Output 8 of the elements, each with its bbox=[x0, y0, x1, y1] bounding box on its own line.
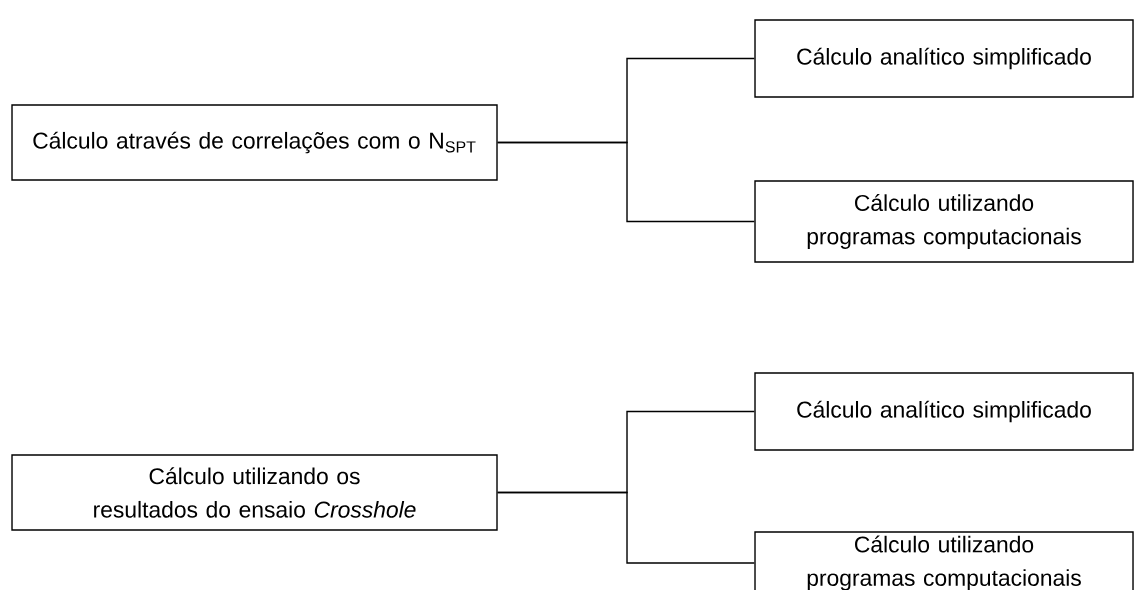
text-box: Cálculo analítico simplificado bbox=[754, 372, 1134, 451]
text-box: Cálculo utilizando programas computacionais bbox=[754, 531, 1134, 590]
connector-line bbox=[497, 491, 755, 564]
text-box: Cálculo através de correlações com o N$_{SPT}$ bbox=[11, 104, 498, 181]
connector-line bbox=[497, 141, 755, 223]
text-box: Cálculo analítico simplificado bbox=[754, 19, 1134, 98]
text-box: Cálculo utilizando os resultados do ensaio Crosshole bbox=[11, 454, 498, 531]
text-box: Cálculo utilizando programas computacionais bbox=[754, 180, 1134, 263]
